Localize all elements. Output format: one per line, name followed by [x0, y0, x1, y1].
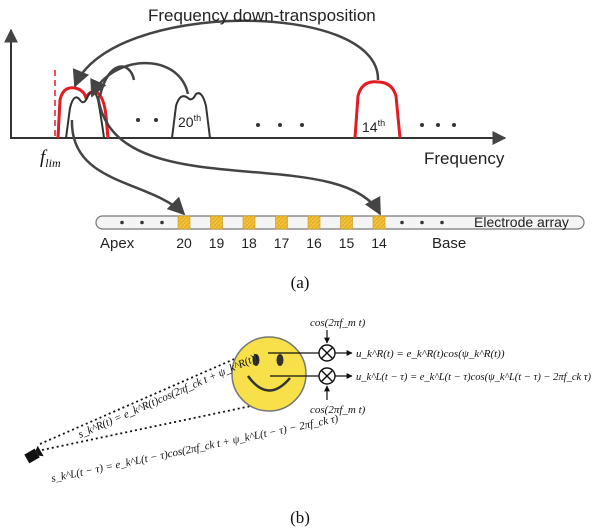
electrode-number: 16 [306, 235, 322, 251]
ray-left [41, 399, 271, 451]
arc-mid [98, 65, 136, 97]
base-label: Base [432, 235, 466, 252]
arc-20th-to-flim [90, 61, 190, 98]
ellipsis-right [420, 123, 456, 127]
apex-label: Apex [100, 235, 135, 252]
electrode-numbers: 20 19 18 17 16 15 14 [176, 235, 387, 251]
mixer-bottom [318, 367, 336, 385]
u-left-formula: u_k^L(t − τ) = e_k^L(t − τ)cos(ψ_k^L(t −… [356, 372, 592, 383]
ellipsis-low [136, 118, 158, 122]
panel-a: 20th 14th Frequency down-transposition F… [3, 6, 585, 292]
electrode-20 [177, 215, 191, 230]
cos-bottom-label: cos(2πf_m t) [310, 404, 366, 416]
electrode-16 [307, 215, 321, 230]
arrow-to-electrode-14 [96, 95, 382, 216]
caption-a: (a) [291, 273, 310, 292]
ray-right [39, 345, 265, 445]
electrode-14 [372, 215, 386, 230]
electrode-number: 20 [176, 235, 192, 251]
electrode-18 [242, 215, 256, 230]
panel-b: cos(2πf_m t) cos(2πf_m t) u_k^R(t) = e_k… [24, 317, 592, 527]
smiley-face-icon [231, 336, 307, 412]
electrode-15 [340, 215, 353, 230]
electrode-dots-left [120, 220, 164, 225]
band-14th-label: 14th [362, 118, 385, 135]
electrode-19 [210, 215, 223, 230]
electrode-number: 17 [274, 235, 290, 251]
electrode-number: 15 [339, 235, 355, 251]
band-14th [353, 80, 402, 139]
electrode-number: 18 [241, 235, 257, 251]
arrow-to-electrode-20 [70, 119, 186, 216]
band-20th [171, 92, 211, 139]
band-20th-label: 20th [178, 113, 201, 130]
s-right-formula: s_k^R(t) = e_k^R(t)cos(2πf_ck t + ψ_k^R(… [76, 351, 260, 440]
flim-label: flim [40, 147, 61, 170]
electrodes [177, 215, 386, 230]
x-axis-label: Frequency [424, 149, 505, 168]
caption-b: (b) [290, 508, 310, 527]
u-right-formula: u_k^R(t) = e_k^R(t)cos(ψ_k^R(t)) [356, 348, 505, 360]
electrode-array-label: Electrode array [474, 214, 569, 230]
mixer-top [318, 344, 336, 362]
source-icon [24, 445, 44, 464]
panel-a-title: Frequency down-transposition [148, 6, 376, 25]
cos-top-label: cos(2πf_m t) [310, 317, 366, 329]
arc-14th-to-flim [72, 19, 380, 88]
electrode-17 [275, 215, 288, 230]
electrode-dots-right [400, 220, 444, 225]
electrode-number: 14 [371, 235, 387, 251]
ellipsis-mid [256, 123, 304, 127]
electrode-number: 19 [209, 235, 225, 251]
